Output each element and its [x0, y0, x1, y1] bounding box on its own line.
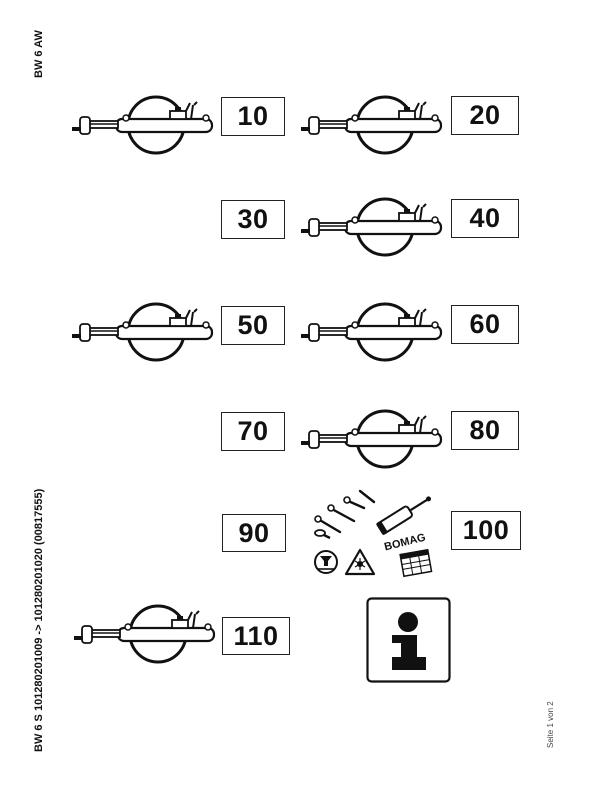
- roller-compactor-icon[interactable]: [295, 296, 445, 368]
- group-button-100[interactable]: 100: [451, 511, 521, 550]
- roller-compactor-icon[interactable]: [66, 296, 216, 368]
- serial-range: BW 6 S 101280201009 -> 101280201020 (008…: [33, 488, 45, 752]
- group-button-70[interactable]: 70: [221, 412, 285, 451]
- group-button-10[interactable]: 10: [221, 97, 285, 136]
- bomag-logo: BOMAG: [383, 532, 427, 554]
- group-button-80[interactable]: 80: [451, 411, 519, 450]
- roller-compactor-icon[interactable]: [295, 403, 445, 475]
- tools-and-labels-icon[interactable]: BOMAG: [298, 488, 440, 578]
- group-button-40[interactable]: 40: [451, 199, 519, 238]
- group-button-30[interactable]: 30: [221, 200, 285, 239]
- model-header: BW 6 AW: [33, 30, 45, 78]
- roller-compactor-icon[interactable]: [68, 598, 218, 670]
- group-button-60[interactable]: 60: [451, 305, 519, 344]
- group-button-50[interactable]: 50: [221, 306, 285, 345]
- roller-compactor-icon[interactable]: [295, 89, 445, 161]
- group-button-20[interactable]: 20: [451, 96, 519, 135]
- page-indicator: Seite 1 von 2: [546, 701, 555, 748]
- info-icon[interactable]: [366, 597, 451, 683]
- roller-compactor-icon[interactable]: [295, 191, 445, 263]
- group-button-90[interactable]: 90: [222, 514, 286, 552]
- group-button-110[interactable]: 110: [222, 617, 290, 655]
- roller-compactor-icon[interactable]: [66, 89, 216, 161]
